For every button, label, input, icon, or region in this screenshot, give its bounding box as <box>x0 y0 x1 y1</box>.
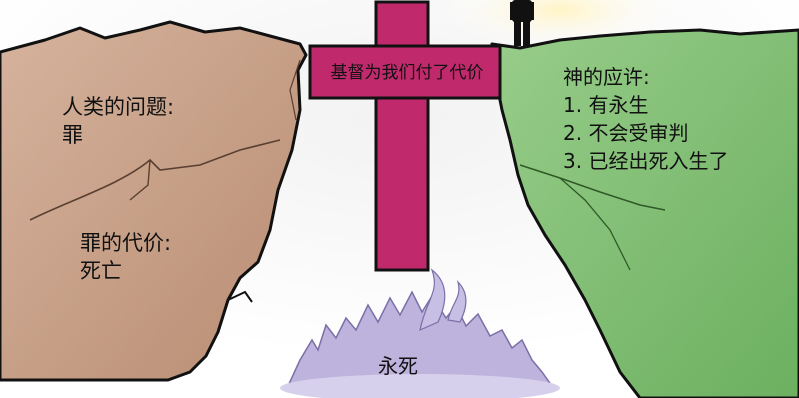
rock-crack-2 <box>129 159 151 201</box>
right-cliff <box>490 28 799 398</box>
cross-label: 基督为我们付了代价 <box>330 63 484 83</box>
person-silhouette <box>510 0 534 46</box>
left-cliff <box>0 20 308 382</box>
promise-item-3: 3. 已经出死入生了 <box>563 149 729 173</box>
rock-crack <box>29 139 281 221</box>
person-torso <box>512 0 532 22</box>
cross <box>308 0 502 272</box>
person-right-leg <box>523 20 530 46</box>
person-right-arm <box>529 2 534 20</box>
promise-item-2: 2. 不会受审判 <box>563 121 689 145</box>
cross-vertical-beam <box>374 0 430 272</box>
promise-title: 神的应许: <box>563 65 650 89</box>
flame-tip-1 <box>419 268 446 332</box>
person-left-leg <box>514 20 521 46</box>
cost-title: 罪的代价: <box>80 231 172 255</box>
rock-crack-3 <box>289 59 301 121</box>
cost-value: 死亡 <box>80 259 122 283</box>
grass-ridge <box>519 164 666 211</box>
pit-label: 永死 <box>378 354 418 378</box>
fire-mass <box>286 290 554 387</box>
person-left-arm <box>510 2 515 20</box>
problem-value: 罪 <box>62 123 83 147</box>
problem-title: 人类的问题: <box>62 95 175 119</box>
promise-item-1: 1. 有永生 <box>563 93 649 117</box>
rock-crack-4 <box>227 290 253 303</box>
cross-joint <box>378 48 426 96</box>
grass-ridge-2 <box>559 177 631 271</box>
fire-base <box>280 374 560 398</box>
flame-tip-2 <box>447 280 467 323</box>
